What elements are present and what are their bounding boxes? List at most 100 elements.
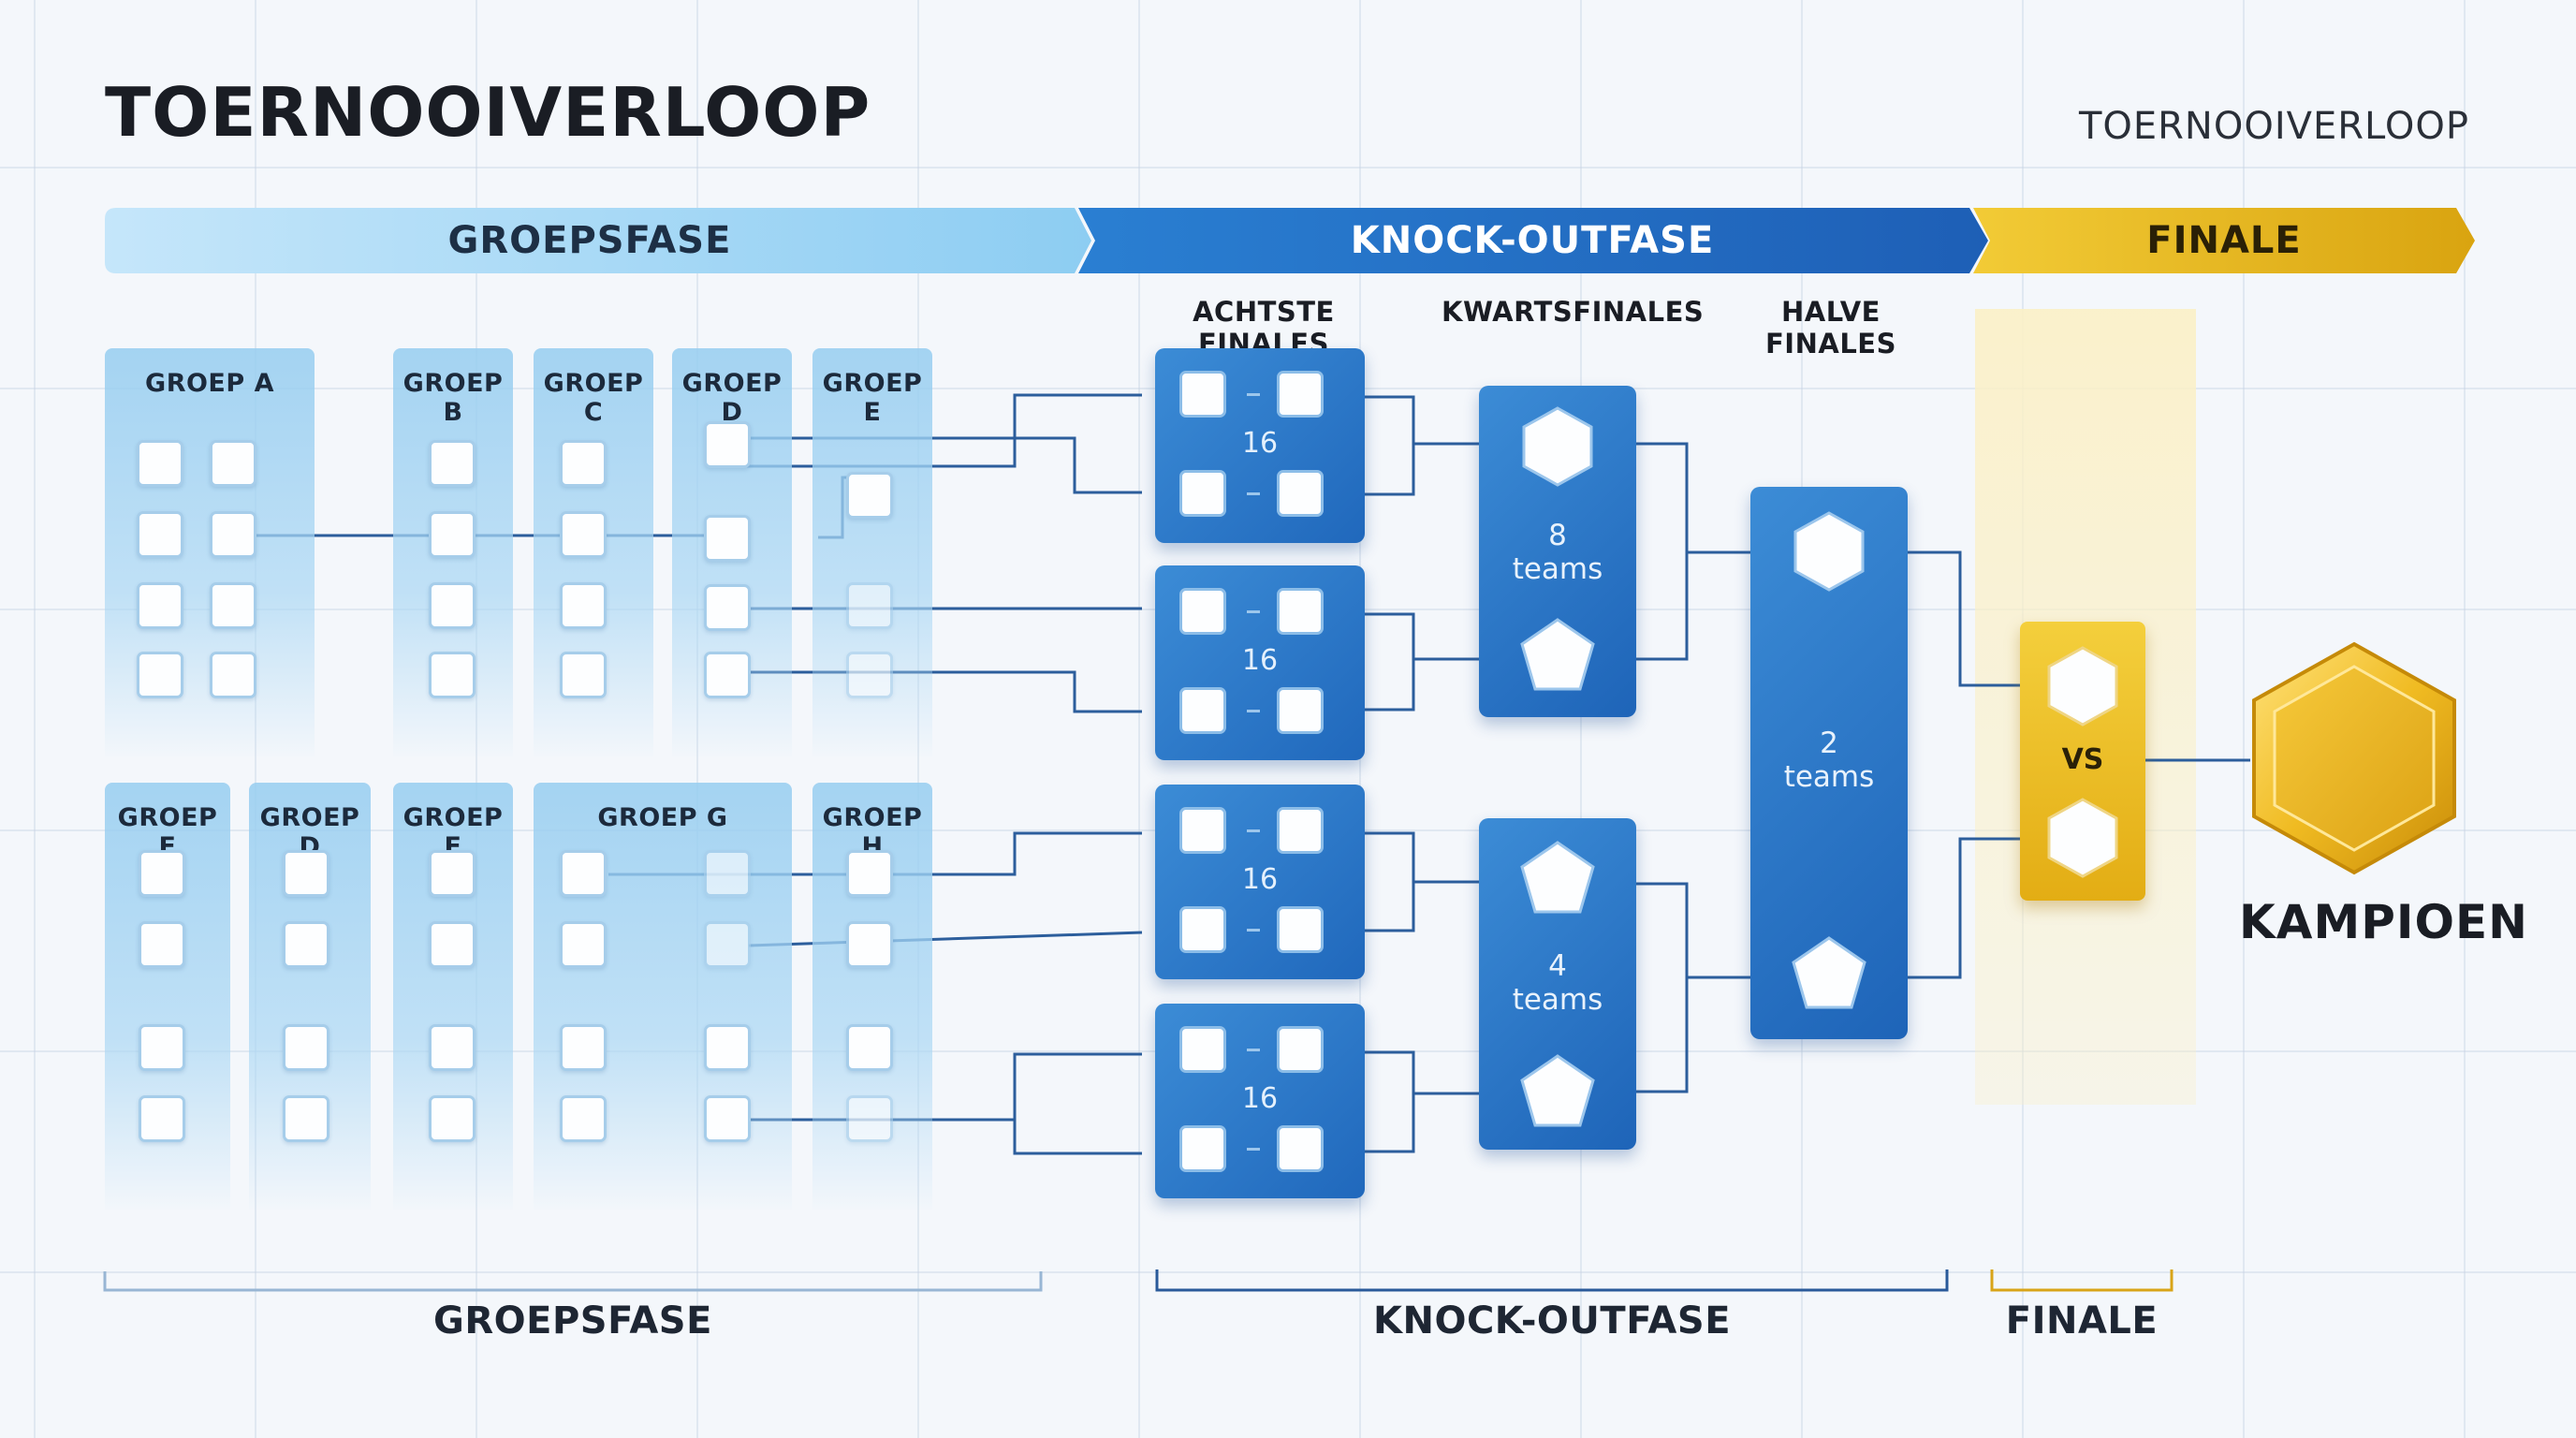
team-slot (139, 850, 185, 897)
team-slot (210, 511, 256, 558)
match-slot (1277, 470, 1324, 517)
match-dash (1247, 929, 1260, 932)
match-slot (1277, 1026, 1324, 1073)
pentagon-icon (1520, 1054, 1595, 1127)
group-column: GROEP A (105, 348, 315, 756)
team-slot (560, 850, 607, 897)
team-slot (429, 1095, 476, 1142)
team-slot (704, 652, 751, 698)
group-column: GROEP G (534, 783, 792, 1210)
group-title: GROEP A (145, 369, 274, 398)
team-slot (560, 1095, 607, 1142)
team-slot (210, 440, 256, 487)
match-slot (1277, 807, 1324, 854)
team-slot (139, 921, 185, 968)
match-dash (1247, 1148, 1260, 1151)
group-column: GROEP E (105, 783, 230, 1210)
team-slot (429, 652, 476, 698)
team-slot (137, 582, 183, 629)
banner-label-final: FINALE (2146, 219, 2302, 262)
match-dash (1247, 1049, 1260, 1051)
team-slot (704, 850, 751, 897)
match-slot (1179, 371, 1226, 418)
round16-match: 16 (1155, 565, 1365, 760)
team-slot (704, 1024, 751, 1071)
team-slot (704, 584, 751, 631)
team-slot (139, 1024, 185, 1071)
team-slot (210, 582, 256, 629)
team-slot (560, 652, 607, 698)
team-slot (846, 472, 893, 519)
match-slot (1277, 371, 1324, 418)
match-slot (1179, 1026, 1226, 1073)
match-slot (1277, 588, 1324, 635)
final-match-box: VS (2020, 622, 2145, 901)
match-slot (1179, 470, 1226, 517)
banner-final (1973, 208, 2475, 273)
team-slot (560, 582, 607, 629)
team-slot (429, 511, 476, 558)
bracket-group (103, 1271, 1043, 1292)
group-column: GROEP E (812, 348, 932, 756)
team-slot (704, 515, 751, 562)
team-slot (846, 1095, 893, 1142)
match-dash (1247, 829, 1260, 832)
team-slot (137, 440, 183, 487)
team-slot (429, 1024, 476, 1071)
bracket-knockout (1155, 1269, 1949, 1292)
team-slot (846, 921, 893, 968)
group-title: GROEP C (543, 369, 644, 427)
team-slot (137, 511, 183, 558)
bottom-label-final: FINALE (2005, 1299, 2159, 1343)
round16-match: 16 (1155, 348, 1365, 543)
match-label: 16 (1241, 1082, 1279, 1115)
round16-match: 16 (1155, 785, 1365, 979)
team-slot (846, 652, 893, 698)
match-dash (1247, 393, 1260, 396)
team-slot (560, 511, 607, 558)
team-slot (560, 921, 607, 968)
pentagon-icon (1520, 618, 1595, 691)
team-slot (210, 652, 256, 698)
banner-knockout (1078, 208, 1988, 273)
quarterfinal-number: 4 (1548, 949, 1567, 983)
banner-group (105, 208, 1091, 273)
team-slot (704, 921, 751, 968)
match-dash (1247, 610, 1260, 613)
match-slot (1179, 588, 1226, 635)
team-slot (560, 440, 607, 487)
team-slot (846, 1024, 893, 1071)
quarterfinal-unit: teams (1512, 983, 1603, 1017)
team-slot (704, 1095, 751, 1142)
team-slot (137, 652, 183, 698)
bottom-label-group: GROEPSFASE (433, 1299, 712, 1343)
group-column: GROEP F (393, 783, 513, 1210)
bracket-final (1990, 1269, 2174, 1292)
semifinal-number: 2 (1820, 726, 1838, 760)
team-slot (846, 582, 893, 629)
semifinal-unit: teams (1783, 760, 1875, 794)
match-slot (1277, 687, 1324, 734)
bottom-label-knockout: KNOCK-OUTFASE (1372, 1299, 1732, 1343)
pentagon-icon (1520, 841, 1595, 914)
team-slot (429, 921, 476, 968)
page-title: TOERNOOIVERLOOP (105, 73, 871, 152)
stage-label-semi: HALVE FINALES (1765, 296, 1896, 360)
hexagon-icon (2047, 798, 2118, 878)
group-column: GROEP H (812, 783, 932, 1210)
quarterfinal-unit: teams (1512, 552, 1603, 586)
quarterfinal-box: 4 teams (1479, 818, 1636, 1150)
group-column: GROEP B (393, 348, 513, 756)
team-slot (283, 1024, 329, 1071)
match-slot (1179, 807, 1226, 854)
match-slot (1277, 906, 1324, 953)
page-subtitle: TOERNOOIVERLOOP (2078, 105, 2469, 148)
group-title: GROEP G (597, 803, 728, 832)
match-slot (1277, 1125, 1324, 1172)
team-slot (560, 1024, 607, 1071)
semifinal-box: 2 teams (1750, 487, 1908, 1039)
group-title: GROEP B (402, 369, 504, 427)
banner-label-group: GROEPSFASE (447, 219, 732, 262)
quarterfinal-number: 8 (1548, 519, 1567, 552)
